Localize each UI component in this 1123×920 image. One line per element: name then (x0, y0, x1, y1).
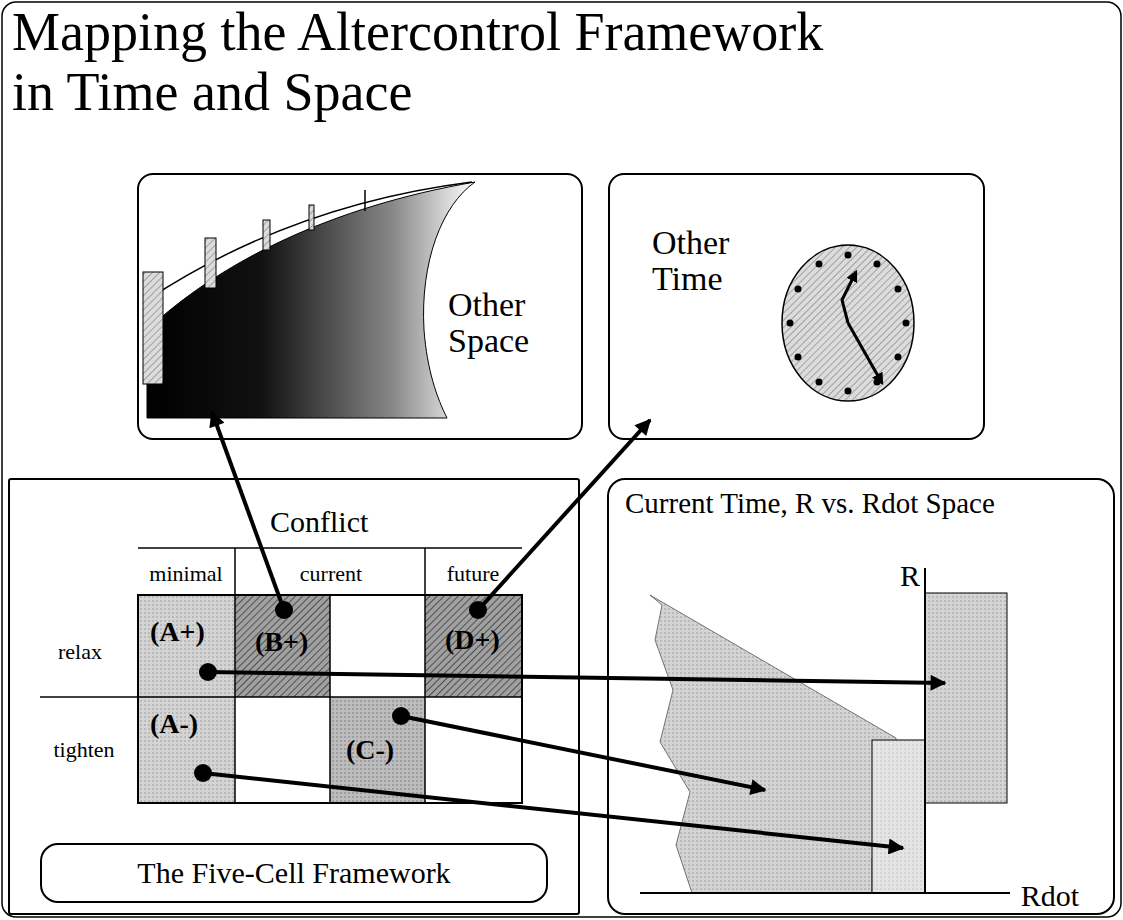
cell-label: (B+) (255, 627, 308, 656)
connector-dot (194, 764, 212, 782)
table-cell: (A+) (138, 595, 235, 697)
node-label: Conflict (270, 506, 368, 538)
row-header: tighten (53, 738, 114, 762)
panel: (A+) (B+) (D+) (A-) (C-) The Five-Cell Framew… (8, 478, 580, 915)
table-cell: (A-) (138, 697, 235, 803)
arrow-connector (208, 672, 945, 683)
cell-label: (A-) (150, 709, 198, 738)
connector-dot (469, 601, 487, 619)
space-illustration (143, 182, 475, 418)
column-header: minimal (149, 562, 222, 586)
cell-label: (A+) (150, 617, 205, 646)
node-label: Other Time (652, 225, 762, 296)
column-header: current (300, 562, 362, 586)
node-label: The Five-Cell Framework (137, 857, 450, 889)
panel: Other Time (608, 173, 985, 440)
arrow-connector (203, 773, 903, 848)
table-cell: (C-) (330, 697, 425, 803)
title: Mapping the Altercontrol Framework in Ti… (12, 2, 857, 122)
connector-dot (275, 601, 293, 619)
node-label: Current Time, R vs. Rdot Space (625, 488, 995, 518)
table-cell: (B+) (235, 595, 330, 697)
caption-box: The Five-Cell Framework (40, 843, 548, 903)
axis-label: R (900, 559, 920, 592)
cell-label: (D+) (445, 625, 500, 654)
connector-dot (199, 663, 217, 681)
clock-illustration (782, 245, 914, 401)
connector-dot (392, 707, 410, 725)
arrow-connector (478, 420, 650, 610)
column-header: future (447, 562, 500, 586)
cell-label: (C-) (346, 735, 394, 764)
axis-label: Rdot (1021, 879, 1079, 912)
row-header: relax (58, 640, 102, 664)
table-cell: (D+) (425, 595, 522, 697)
phase-space-illustration (640, 568, 1010, 893)
node-label: Other Space (448, 287, 558, 358)
panel: Other Space (137, 173, 583, 440)
panel: Current Time, R vs. Rdot Space (607, 478, 1115, 915)
arrow-connector (401, 716, 765, 790)
